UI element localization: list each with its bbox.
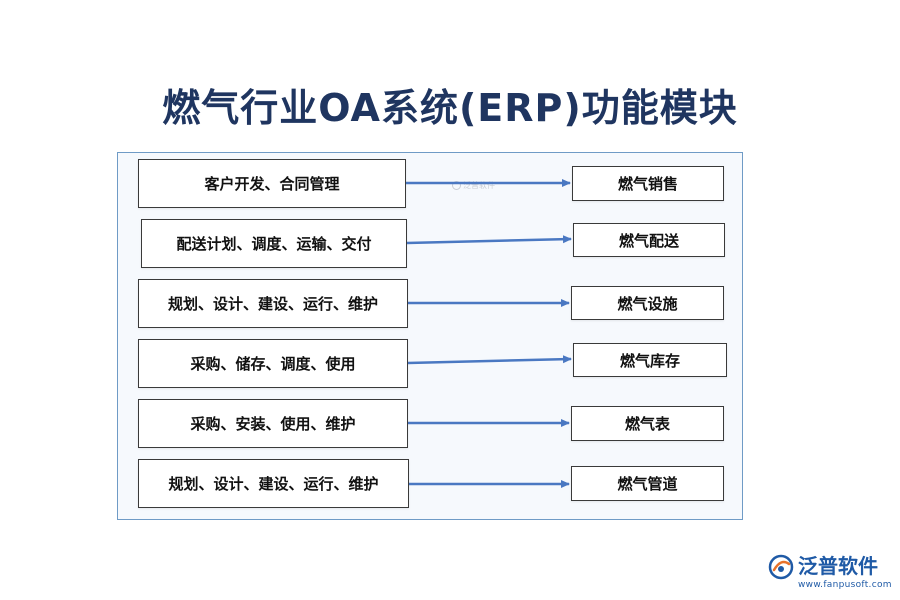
source-box-2: 配送计划、调度、运输、交付 bbox=[141, 219, 407, 268]
target-box-2: 燃气配送 bbox=[573, 223, 725, 257]
brand-url: www.fanpusoft.com bbox=[798, 580, 892, 590]
source-box-3: 规划、设计、建设、运行、维护 bbox=[138, 279, 408, 328]
target-box-4: 燃气库存 bbox=[573, 343, 727, 377]
brand-logo: 泛普软件 www.fanpusoft.com bbox=[768, 552, 894, 592]
watermark: 泛普软件 bbox=[452, 180, 495, 191]
brand-name: 泛普软件 bbox=[798, 554, 878, 578]
watermark-text: 泛普软件 bbox=[463, 181, 495, 190]
source-box-6: 规划、设计、建设、运行、维护 bbox=[138, 459, 409, 508]
target-box-6: 燃气管道 bbox=[571, 466, 724, 501]
target-box-5: 燃气表 bbox=[571, 406, 724, 441]
source-box-1: 客户开发、合同管理 bbox=[138, 159, 406, 208]
target-box-1: 燃气销售 bbox=[572, 166, 724, 201]
source-box-4: 采购、储存、调度、使用 bbox=[138, 339, 408, 388]
watermark-logo-icon bbox=[452, 181, 461, 190]
source-box-5: 采购、安装、使用、维护 bbox=[138, 399, 408, 448]
diagram-panel bbox=[117, 152, 743, 520]
target-box-3: 燃气设施 bbox=[571, 286, 724, 320]
page-title: 燃气行业OA系统(ERP)功能模块 bbox=[162, 86, 738, 130]
brand-logo-icon bbox=[768, 554, 794, 580]
